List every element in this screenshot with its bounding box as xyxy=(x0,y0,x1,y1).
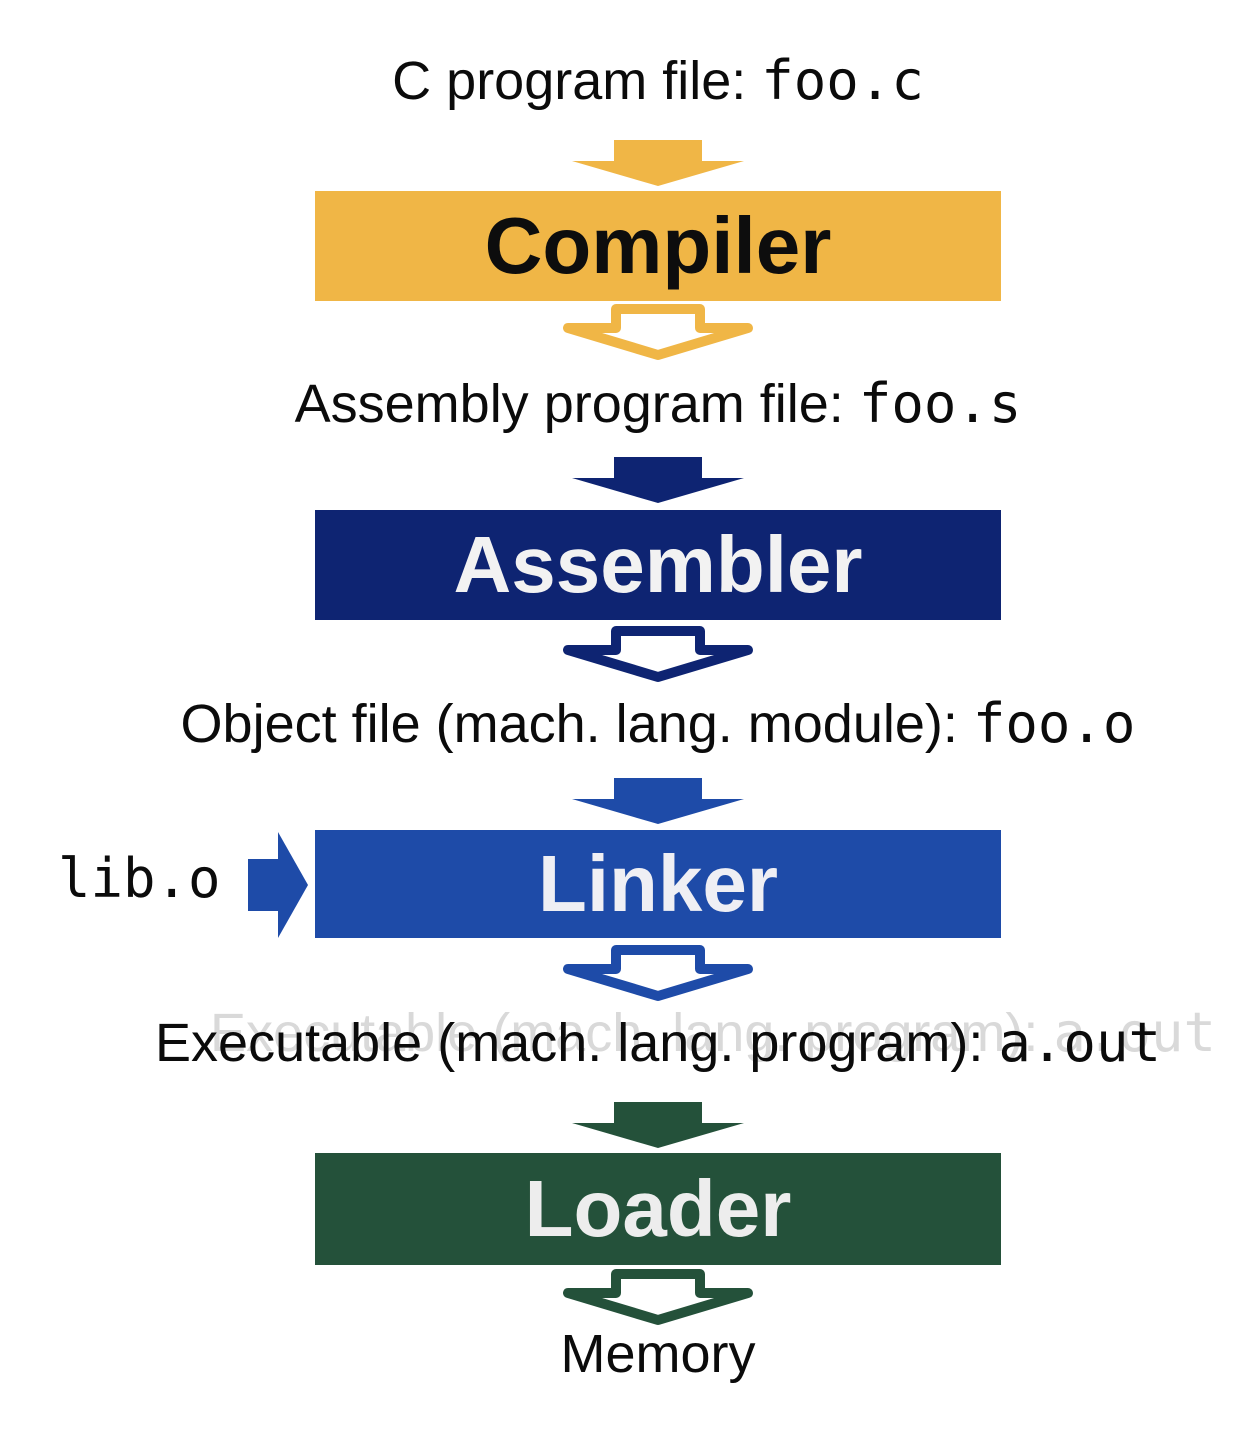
file-name-lib-o: lib.o xyxy=(58,847,221,910)
label-text: Object file (mach. lang. module): xyxy=(180,694,973,754)
label-text: Executable (mach. lang. program): xyxy=(155,1013,999,1073)
compiler-box-label: Compiler xyxy=(484,201,832,290)
linker-box-label: Linker xyxy=(537,839,779,928)
ghost-label-text: Executable (mach. lang. program): xyxy=(210,1003,1054,1063)
down-arrow-outline-icon xyxy=(563,304,753,360)
compiler-box: Compiler xyxy=(315,191,1001,301)
file-name-foo-s: foo.s xyxy=(858,372,1022,435)
ghost-file-name-a-out: a.out xyxy=(1053,1001,1216,1064)
down-arrow-icon xyxy=(572,1102,744,1148)
label-text: Assembly program file: xyxy=(294,374,859,434)
down-arrow-outline-icon xyxy=(563,626,753,682)
label-executable: Executable (mach. lang. program): a.out xyxy=(155,1013,1161,1073)
label-assembly-program-file: Assembly program file: foo.s xyxy=(294,374,1022,434)
label-c-program-file: C program file: foo.c xyxy=(392,51,924,111)
linker-box: Linker xyxy=(315,830,1001,938)
label-text: C program file: xyxy=(392,51,762,111)
down-arrow-icon xyxy=(572,457,744,503)
loader-box: Loader xyxy=(315,1153,1001,1265)
label-object-file: Object file (mach. lang. module): foo.o xyxy=(180,694,1136,754)
down-arrow-outline-icon xyxy=(563,945,753,1001)
down-arrow-icon xyxy=(572,140,744,186)
file-name-foo-o: foo.o xyxy=(972,692,1136,755)
label-lib-o: lib.o xyxy=(58,852,221,906)
loader-box-label: Loader xyxy=(524,1164,792,1253)
label-text: Memory xyxy=(560,1324,756,1384)
right-arrow-icon xyxy=(248,832,308,938)
assembler-box: Assembler xyxy=(315,510,1001,620)
file-name-foo-c: foo.c xyxy=(761,49,924,112)
label-memory: Memory xyxy=(560,1327,755,1381)
assembler-box-label: Assembler xyxy=(453,520,863,609)
down-arrow-outline-icon xyxy=(563,1269,753,1325)
file-name-a-out: a.out xyxy=(998,1011,1161,1074)
label-executable-ghost: Executable (mach. lang. program): a.out xyxy=(210,1003,1216,1063)
down-arrow-icon xyxy=(572,778,744,824)
